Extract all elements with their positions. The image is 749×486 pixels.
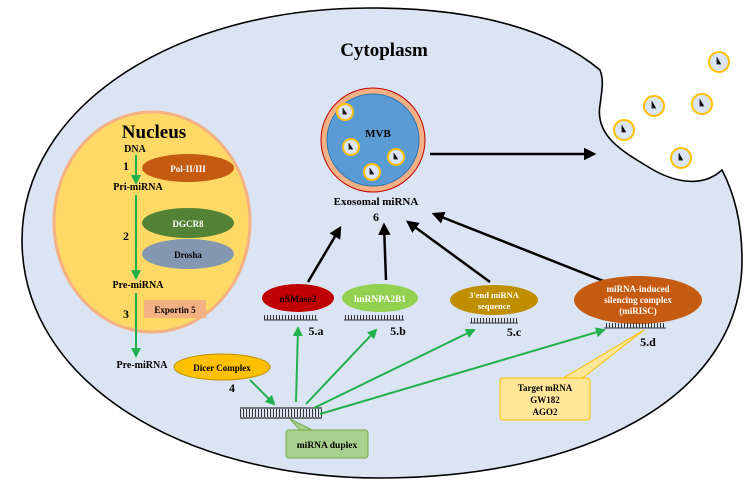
target-box bbox=[499, 377, 591, 421]
exportin-box bbox=[144, 300, 206, 318]
mvb-label: MVB bbox=[365, 128, 391, 140]
mirisc-rna bbox=[604, 323, 666, 328]
step-5c: 5.c bbox=[507, 325, 522, 339]
drosha-label: Drosha bbox=[174, 250, 202, 260]
target-line-3: AGO2 bbox=[532, 407, 558, 417]
released-exosome-cargo bbox=[621, 57, 721, 161]
mirisc-label-2: silencing complex bbox=[604, 295, 672, 305]
mvb-vesicle-cargo bbox=[342, 108, 398, 175]
pol-enzyme bbox=[142, 154, 234, 182]
step-5a: 5.a bbox=[309, 324, 324, 338]
pre-mirna-inside-label: Pre-miRNA bbox=[113, 280, 165, 291]
step-6: 6 bbox=[373, 210, 379, 224]
arrow-5d-to-6 bbox=[431, 211, 607, 284]
arrow-duplex-5a bbox=[292, 326, 303, 403]
dna-label: DNA bbox=[124, 144, 146, 155]
arrow-5a-to-6 bbox=[306, 225, 342, 283]
duplex-label: miRNA duplex bbox=[297, 441, 358, 451]
nsmase2-complex bbox=[262, 284, 334, 312]
dicer-label: Dicer Complex bbox=[193, 363, 251, 373]
arrow-dicer-to-duplex bbox=[249, 379, 276, 406]
end-sequence-label-2: sequence bbox=[478, 301, 511, 311]
duplex-callout-pointer bbox=[289, 418, 313, 431]
target-line-2: GW182 bbox=[530, 395, 560, 405]
drosha-enzyme bbox=[142, 239, 234, 269]
end-sequence-complex bbox=[450, 285, 538, 315]
end-sequence-rna bbox=[470, 318, 518, 323]
end-sequence-label-1: 3'end miRNA bbox=[469, 290, 520, 300]
mirisc-complex bbox=[574, 276, 702, 324]
pol-label: Pol-II/III bbox=[170, 164, 206, 174]
duplex-box bbox=[285, 429, 369, 459]
step-2: 2 bbox=[123, 229, 129, 243]
step-4: 4 bbox=[229, 381, 235, 395]
step-1: 1 bbox=[123, 159, 129, 173]
mirisc-label-1: miRNA-induced bbox=[606, 284, 669, 294]
step-5d: 5.d bbox=[640, 335, 656, 349]
pre-mirna-outside-label: Pre-miRNA bbox=[117, 360, 169, 371]
nsmase2-rna bbox=[264, 315, 318, 320]
cytoplasm-label: Cytoplasm bbox=[340, 40, 428, 61]
dicer-complex bbox=[173, 353, 271, 381]
step-3: 3 bbox=[123, 307, 129, 321]
released-exosomes bbox=[613, 51, 730, 169]
arrow-duplex-5d bbox=[319, 327, 606, 415]
hnrnpa2b1-complex bbox=[342, 284, 418, 312]
hnrnpa2b1-rna bbox=[344, 315, 404, 320]
hnrnpa2b1-label: hnRNPA2B1 bbox=[354, 295, 406, 305]
nsmase2-label: nSMase2 bbox=[280, 295, 317, 305]
arrow-duplex-5c bbox=[313, 329, 476, 409]
exosomal-label: Exosomal miRNA bbox=[334, 196, 419, 208]
dgcr8-label: DGCR8 bbox=[173, 219, 204, 229]
nucleus-label: Nucleus bbox=[122, 122, 186, 143]
pri-mirna-label: Pri-miRNA bbox=[113, 182, 163, 193]
step-5b: 5.b bbox=[390, 324, 406, 338]
mirna-duplex-strand bbox=[240, 407, 322, 419]
exportin-label: Exportin 5 bbox=[154, 305, 196, 315]
arrow-5b-to-6 bbox=[378, 222, 391, 281]
target-line-1: Target mRNA bbox=[518, 383, 573, 393]
arrow-duplex-5b bbox=[305, 328, 378, 405]
dgcr8-enzyme bbox=[142, 208, 234, 238]
mirisc-label-3: (miRISC) bbox=[619, 306, 657, 316]
arrow-5c-to-6 bbox=[405, 220, 491, 284]
